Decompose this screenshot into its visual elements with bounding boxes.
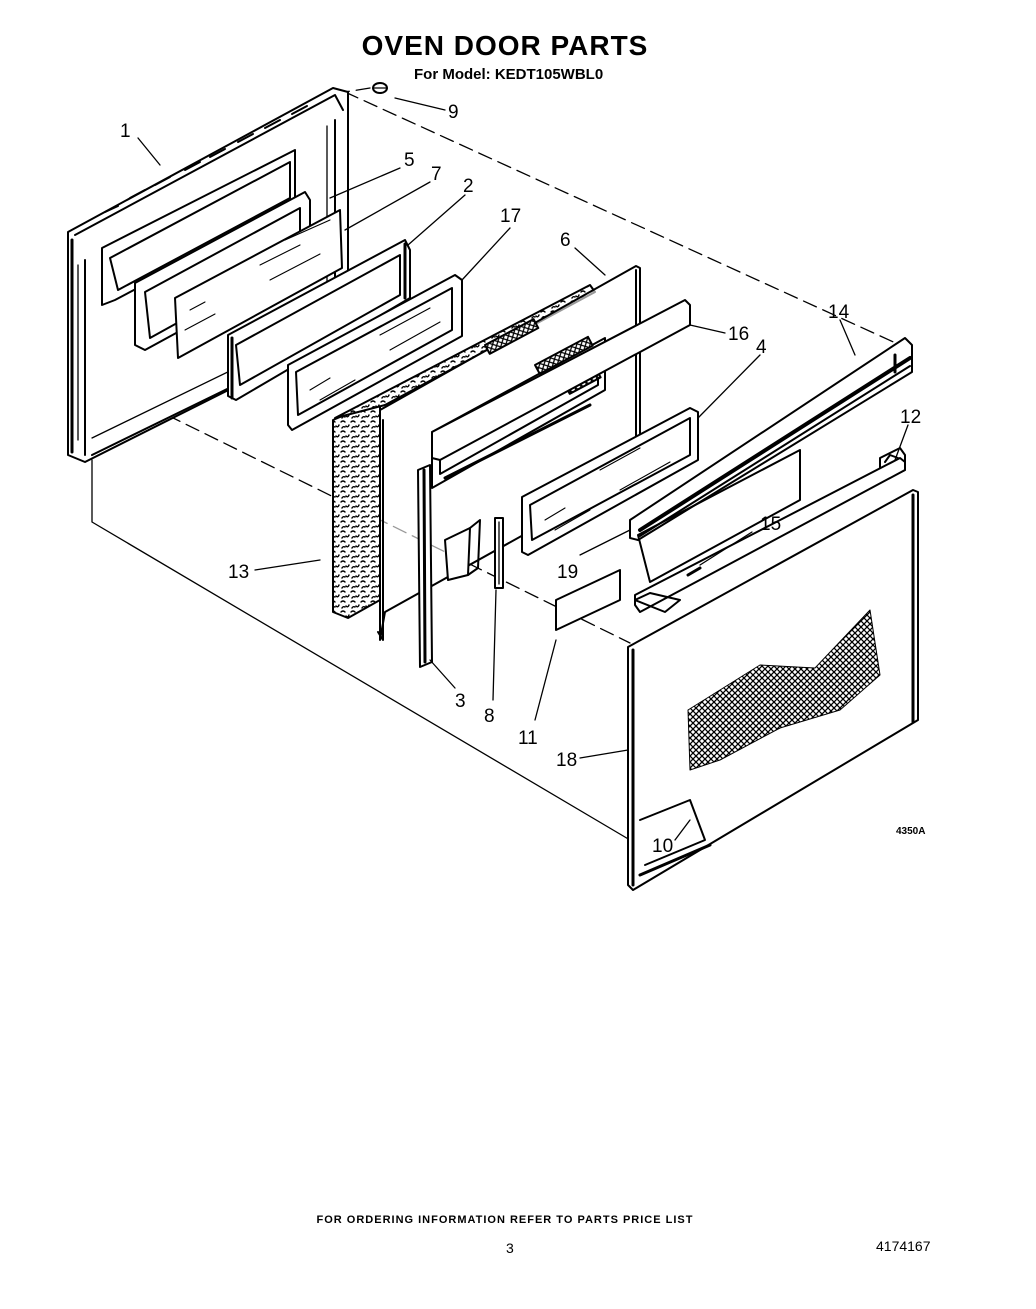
callout-3: 3 [455, 691, 466, 712]
callout-leader-lines [137, 97, 909, 841]
glass-panel-part-7 [174, 209, 343, 359]
figure-code: 4350A [896, 826, 925, 837]
callout-13: 13 [228, 562, 249, 583]
page-number: 3 [506, 1240, 514, 1256]
side-trim-part-3 [417, 464, 433, 668]
document-number: 4174167 [876, 1238, 931, 1254]
callout-15: 15 [760, 514, 781, 535]
callout-7: 7 [431, 164, 442, 185]
callout-numbers: 1 2 3 4 5 6 7 8 9 10 11 12 13 14 15 16 1… [120, 102, 921, 857]
callout-2: 2 [463, 176, 474, 197]
screw-part-9 [372, 82, 388, 94]
callout-11: 11 [518, 728, 538, 749]
callout-18: 18 [556, 750, 577, 771]
callout-6: 6 [560, 230, 571, 251]
insulation-part-13 [332, 284, 596, 619]
callout-9: 9 [448, 102, 459, 123]
top-channel-part-14 [629, 337, 913, 541]
outer-door-panel-part-18 [627, 449, 919, 891]
callout-8: 8 [484, 706, 495, 727]
glass-frame-part-2 [227, 239, 411, 401]
clip-part-8 [494, 517, 504, 589]
label-plate-part-11 [555, 569, 621, 631]
ordering-info-footer: FOR ORDERING INFORMATION REFER TO PARTS … [316, 1214, 694, 1226]
callout-16: 16 [728, 324, 749, 345]
page-title: OVEN DOOR PARTS [361, 30, 649, 61]
callout-4: 4 [756, 337, 767, 358]
callout-5: 5 [404, 150, 415, 171]
assembly-bracket-lines [91, 459, 631, 841]
glass-part-17 [287, 274, 463, 431]
model-subtitle: For Model: KEDT105WBL0 [414, 66, 604, 83]
callout-17: 17 [500, 206, 521, 227]
callout-10: 10 [652, 836, 673, 857]
vent-piece-part-15 [634, 457, 906, 613]
callout-14: 14 [828, 302, 850, 323]
callout-19: 19 [557, 562, 578, 583]
glass-part-4 [521, 407, 699, 556]
callout-12: 12 [900, 407, 921, 428]
callout-1: 1 [120, 121, 131, 142]
